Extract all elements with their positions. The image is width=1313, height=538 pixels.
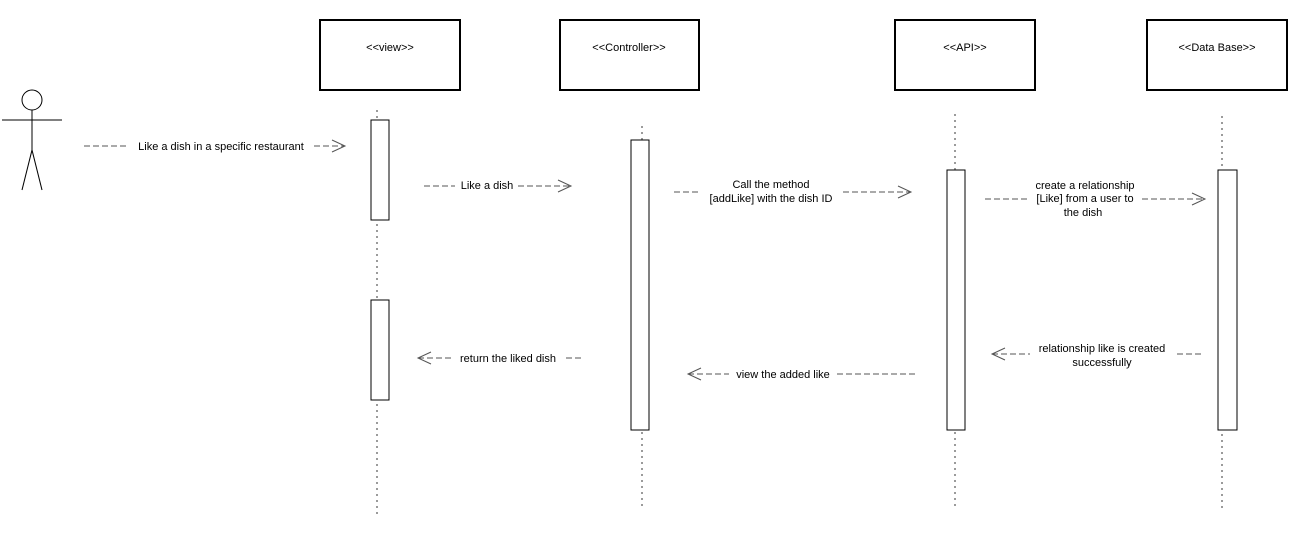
- participant-box: [894, 19, 1036, 91]
- message-view-added-like: view the added like: [686, 367, 918, 381]
- actor-left-leg: [21, 149, 33, 191]
- activation-view-2: [370, 299, 390, 401]
- message-label-line: create a relationship: [1035, 180, 1134, 192]
- actor-right-leg: [31, 149, 43, 191]
- arrow-head: [686, 367, 702, 381]
- message-label-line: [Like] from a user to: [1036, 193, 1133, 205]
- message-label-line: Like a dish: [461, 180, 514, 192]
- participant-database: <<Data Base>>: [1146, 19, 1288, 91]
- message-label-line: [addLike] with the dish ID: [710, 193, 833, 205]
- participant-box: [1146, 19, 1288, 91]
- participant-view: <<view>>: [319, 19, 461, 91]
- participant-label: <<Controller>>: [592, 42, 665, 54]
- participant-label: <<API>>: [943, 42, 986, 54]
- message-label-line: the dish: [1064, 207, 1103, 219]
- activation-controller: [630, 139, 650, 431]
- participant-label: <<view>>: [366, 42, 414, 54]
- message-label-line: return the liked dish: [460, 353, 556, 365]
- arrow-head: [416, 351, 432, 365]
- arrow-head: [331, 139, 347, 153]
- message-like-dish: Like a dish: [424, 179, 573, 193]
- message-call-addlike: Call the method [addLike] with the dish …: [674, 179, 913, 205]
- actor-user: [2, 89, 62, 191]
- arrow-head: [990, 347, 1006, 361]
- message-relationship-created: relationship like is created successfull…: [990, 343, 1203, 369]
- participant-box: [319, 19, 461, 91]
- message-label-line: Call the method: [732, 179, 809, 191]
- message-return-liked-dish: return the liked dish: [416, 351, 583, 365]
- message-label-line: successfully: [1072, 357, 1132, 369]
- participant-label: <<Data Base>>: [1178, 42, 1255, 54]
- activation-view-1: [370, 119, 390, 221]
- message-create-relationship: create a relationship [Like] from a user…: [985, 180, 1207, 219]
- arrow-head: [897, 185, 913, 199]
- activations: [370, 119, 1238, 431]
- message-label-line: Like a dish in a specific restaurant: [138, 141, 304, 153]
- activation-api: [946, 169, 966, 431]
- activation-database: [1217, 169, 1238, 431]
- actor-head: [21, 89, 43, 111]
- participant-controller: <<Controller>>: [559, 19, 700, 91]
- message-label-line: view the added like: [736, 369, 830, 381]
- participant-api: <<API>>: [894, 19, 1036, 91]
- message-like-dish-restaurant: Like a dish in a specific restaurant: [84, 139, 347, 153]
- arrow-head: [1191, 192, 1207, 206]
- message-label-line: relationship like is created: [1039, 343, 1166, 355]
- participant-box: [559, 19, 700, 91]
- lifelines: [376, 110, 1223, 516]
- arrow-head: [557, 179, 573, 193]
